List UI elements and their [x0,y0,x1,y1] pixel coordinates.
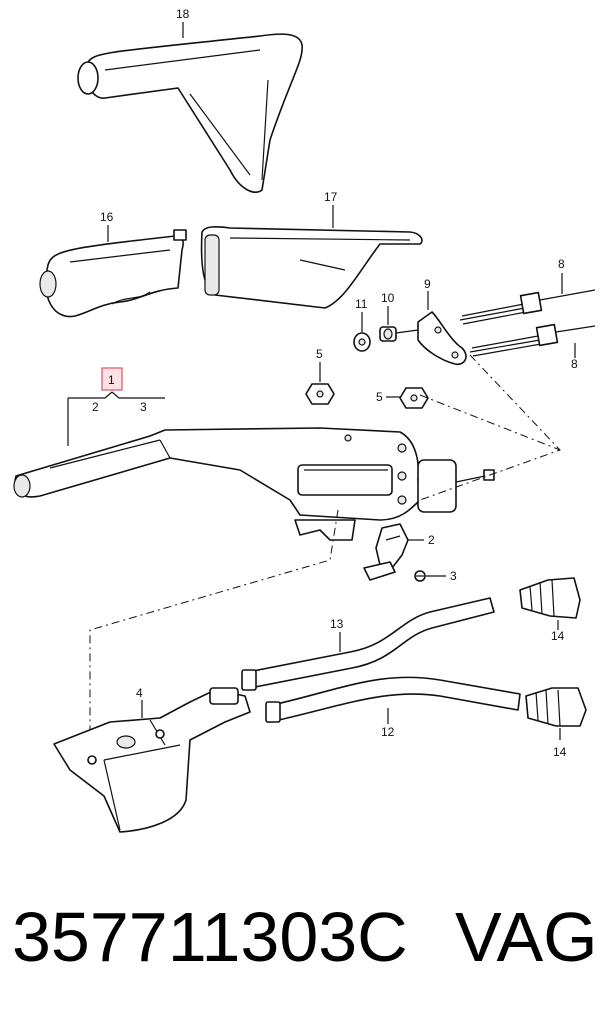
parts-diagram: 18 16 17 11 10 9 8 [13,7,596,833]
part-number: 357711303C [12,898,408,976]
part-13-tube-upper [241,597,495,691]
callout-17: 17 [324,190,338,204]
callout-5-right: 5 [376,390,383,404]
part-4-bracket [53,687,251,833]
callout-16: 16 [100,210,114,224]
part-9-compensator [417,311,467,366]
part-5-nut-left [305,383,335,405]
footer: 357711303C VAG [0,895,600,985]
callout-5-left: 5 [316,347,323,361]
callout-3: 3 [450,569,457,583]
brand-name: VAG [455,898,598,976]
callout-12: 12 [381,725,395,739]
callout-9: 9 [424,277,431,291]
highlight-box-1 [101,367,123,391]
callout-10: 10 [381,291,395,305]
part-11-nut [353,332,371,352]
part-16-grip [39,229,187,318]
callout-8-lower: 8 [571,357,578,371]
part-8-cable-upper [459,289,596,325]
callout-11: 11 [355,297,368,311]
part-3-screw [363,561,426,582]
part-12-tube-lower [265,676,521,723]
part-10-spacer [379,326,397,342]
part-1-lever-assembly [13,427,495,541]
callout-4: 4 [136,686,143,700]
part-2-switch [375,523,409,569]
part-18-handle-cover [77,33,303,194]
callout-18: 18 [176,7,190,21]
part-14-bellows-upper [519,577,581,619]
callout-1-sub-2: 2 [92,400,99,414]
callout-1-sub-3: 3 [140,400,147,414]
reference-lines [89,354,561,735]
callout-8-upper: 8 [558,257,565,271]
part-8-cable-lower [469,323,596,357]
part-5-nut-right [399,387,429,409]
callout-13: 13 [330,617,344,631]
part-17-boot [200,226,423,309]
callout-2: 2 [428,533,435,547]
part-14-bellows-lower [525,687,587,727]
callout-14-upper: 14 [551,629,565,643]
callout-1: 1 [108,373,115,387]
callout-14-lower: 14 [553,745,567,759]
